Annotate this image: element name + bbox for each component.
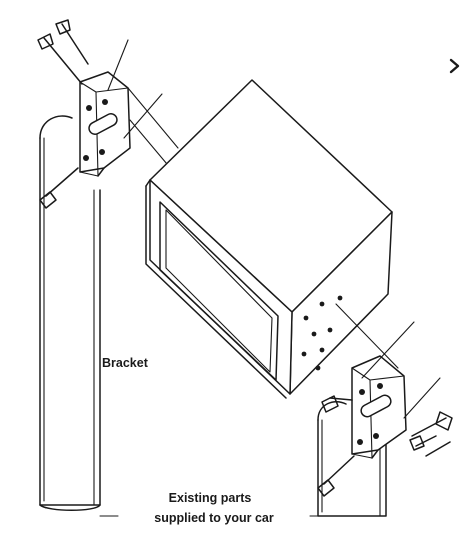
left-car-bracket	[39, 115, 101, 511]
label-existing-parts-line2: supplied to your car	[154, 511, 274, 525]
right-screws	[317, 303, 453, 497]
chevron-right-icon	[449, 58, 460, 74]
label-backing-1	[138, 488, 284, 506]
label-backing-2	[118, 508, 310, 526]
label-existing-parts-line1: Existing parts	[169, 491, 252, 505]
left-mounting-bracket	[79, 71, 131, 177]
left-screws	[37, 19, 179, 209]
label-bracket: Bracket	[102, 356, 149, 370]
right-car-bracket	[317, 400, 387, 517]
right-mounting-bracket	[351, 355, 407, 459]
radio-unit	[145, 79, 393, 399]
